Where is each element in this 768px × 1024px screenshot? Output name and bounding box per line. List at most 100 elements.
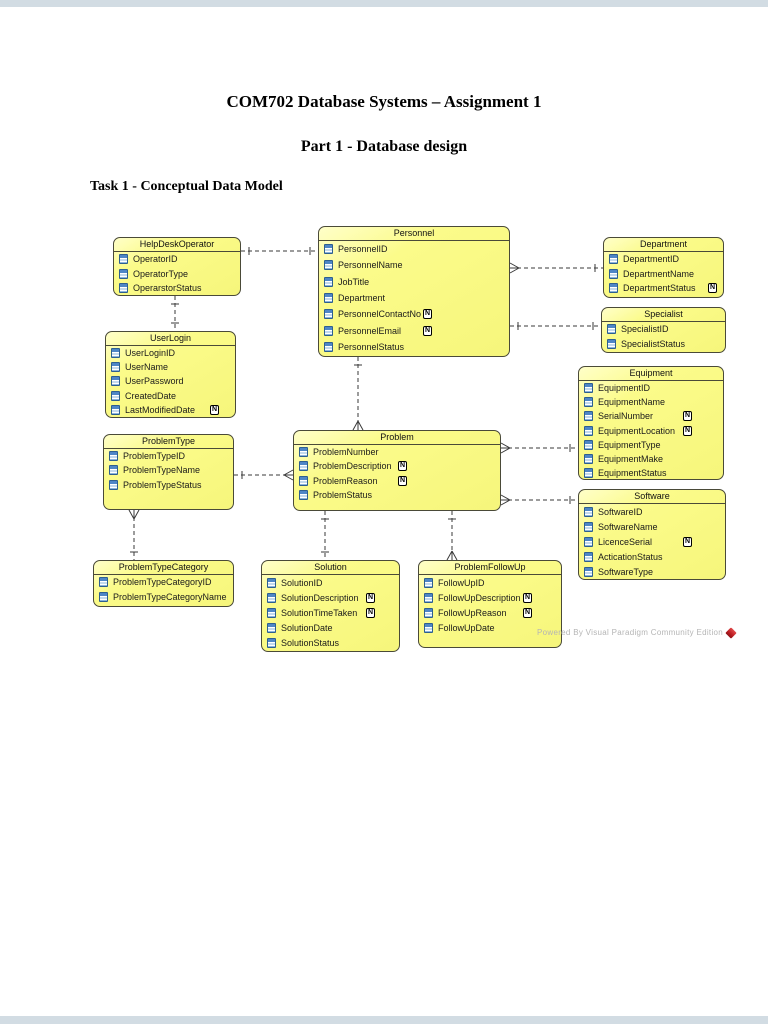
column-icon bbox=[111, 348, 120, 359]
attribute-row: SolutionStatus bbox=[262, 636, 399, 651]
column-icon bbox=[584, 566, 593, 577]
attribute-label: ProblemStatus bbox=[313, 490, 373, 501]
connector-problem-problemfollowup bbox=[446, 511, 458, 561]
attribute-label: SolutionDescription bbox=[281, 592, 359, 603]
column-icon bbox=[324, 260, 333, 271]
attribute-label: ActicationStatus bbox=[598, 551, 663, 562]
attribute-row: JobTitle bbox=[319, 274, 509, 290]
attribute-row: SolutionDate bbox=[262, 621, 399, 636]
column-icon bbox=[299, 475, 308, 486]
column-icon bbox=[584, 551, 593, 562]
attribute-row: ProblemNumber bbox=[294, 445, 500, 459]
column-icon bbox=[267, 607, 276, 618]
column-icon bbox=[607, 324, 616, 335]
entity-title: Specialist bbox=[602, 308, 725, 322]
column-icon bbox=[119, 268, 128, 279]
attribute-label: OperatorID bbox=[133, 254, 178, 265]
attribute-label: UserLoginID bbox=[125, 348, 176, 359]
page-subtitle: Part 1 - Database design bbox=[300, 138, 468, 155]
column-icon bbox=[584, 439, 593, 450]
attribute-row: SoftwareName bbox=[579, 519, 725, 534]
column-icon bbox=[99, 577, 108, 588]
column-icon bbox=[109, 465, 118, 476]
column-icon bbox=[299, 447, 308, 458]
attribute-label: SoftwareID bbox=[598, 506, 643, 517]
attribute-row: DepartmentName bbox=[604, 267, 723, 282]
attribute-label: EquipmentStatus bbox=[598, 468, 667, 479]
column-icon bbox=[424, 592, 433, 603]
column-icon bbox=[109, 479, 118, 490]
column-icon bbox=[119, 283, 128, 294]
attribute-label: DepartmentStatus bbox=[623, 283, 696, 294]
column-icon bbox=[299, 461, 308, 472]
attribute-row: PersonnelName bbox=[319, 257, 509, 273]
column-icon bbox=[584, 411, 593, 422]
attribute-label: JobTitle bbox=[338, 276, 370, 287]
attribute-label: LastModifiedDate bbox=[125, 404, 196, 415]
connector-personnel-problem bbox=[352, 357, 364, 431]
column-icon bbox=[119, 254, 128, 265]
column-icon bbox=[609, 254, 618, 265]
column-icon bbox=[324, 341, 333, 352]
task-heading: Task 1 - Conceptual Data Model bbox=[90, 179, 283, 194]
attribute-row: ProblemTypeCategoryName bbox=[94, 590, 233, 605]
attribute-label: EquipmentName bbox=[598, 397, 666, 408]
column-icon bbox=[424, 577, 433, 588]
column-icon bbox=[299, 490, 308, 501]
column-icon bbox=[424, 623, 433, 634]
column-icon bbox=[584, 383, 593, 394]
connector-problem-software bbox=[500, 494, 578, 506]
attribute-row: SpecialistID bbox=[602, 322, 725, 337]
column-icon bbox=[111, 362, 120, 373]
attribute-row: SoftwareType bbox=[579, 564, 725, 579]
attribute-row: ProblemTypeID bbox=[104, 449, 233, 463]
attribute-label: DepartmentID bbox=[623, 254, 680, 265]
column-icon bbox=[267, 638, 276, 649]
column-icon bbox=[267, 577, 276, 588]
attribute-row: CreatedDate bbox=[106, 389, 235, 403]
attribute-label: FollowUpID bbox=[438, 577, 485, 588]
attribute-row: EquipmentStatus bbox=[579, 466, 723, 480]
column-icon bbox=[324, 309, 333, 320]
entity-title: HelpDeskOperator bbox=[114, 238, 240, 252]
entity-title: Solution bbox=[262, 561, 399, 575]
attribute-label: EquipmentType bbox=[598, 439, 661, 450]
attribute-row: FollowUpDate bbox=[419, 621, 561, 636]
page-title: COM702 Database Systems – Assignment 1 bbox=[226, 92, 542, 111]
attribute-row: OperatorType bbox=[114, 267, 240, 282]
column-icon bbox=[324, 244, 333, 255]
column-icon bbox=[609, 283, 618, 294]
connector-helpdeskoperator-userlogin bbox=[171, 296, 179, 331]
attribute-label: PersonnelEmail bbox=[338, 325, 402, 336]
attribute-row: ProblemTypeCategoryID bbox=[94, 575, 233, 590]
attribute-label: PersonnelStatus bbox=[338, 341, 405, 352]
attribute-label: ProblemTypeCategoryID bbox=[113, 577, 212, 588]
attribute-label: DepartmentName bbox=[623, 268, 695, 279]
attribute-label: SpecialistStatus bbox=[621, 338, 686, 349]
connector-problemtype-problemtypecategory bbox=[128, 509, 140, 560]
attribute-label: SolutionDate bbox=[281, 623, 333, 634]
column-icon bbox=[584, 468, 593, 479]
attribute-label: Department bbox=[338, 293, 386, 304]
column-icon bbox=[607, 338, 616, 349]
attribute-label: FollowUpReason bbox=[438, 607, 507, 618]
connector-personnel-specialist bbox=[510, 322, 601, 330]
column-icon bbox=[584, 506, 593, 517]
attribute-label: ProblemTypeID bbox=[123, 451, 186, 462]
attribute-row: OperatorID bbox=[114, 252, 240, 267]
